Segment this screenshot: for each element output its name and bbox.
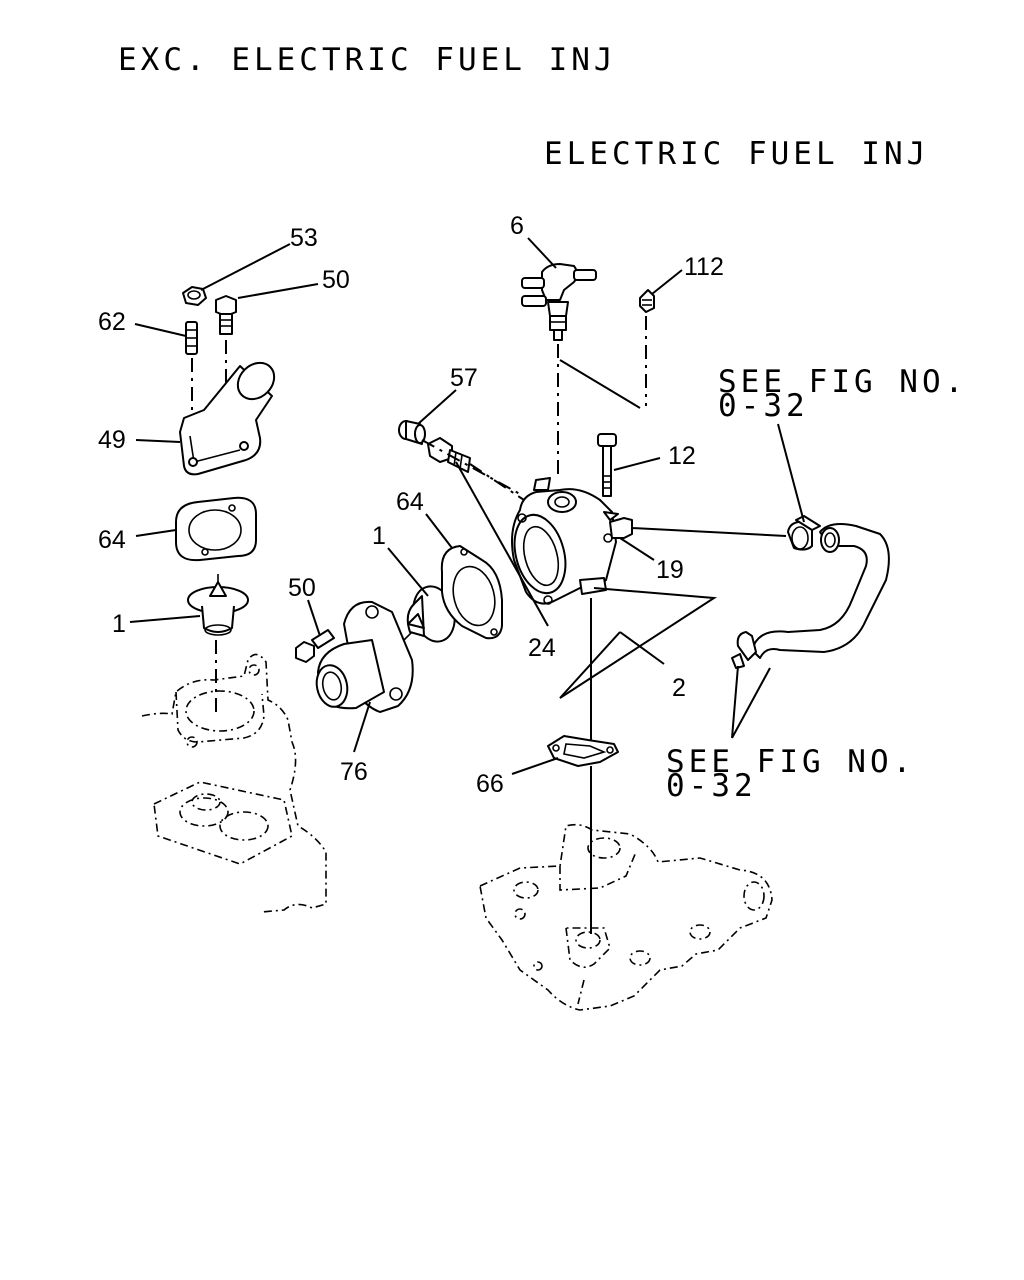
hose-and-clamp-19 xyxy=(731,515,890,669)
nipple-24 xyxy=(427,437,471,473)
water-outlet-49 xyxy=(179,361,276,476)
reference-notes: SEE FIG NO. 0-32 SEE FIG NO. 0-32 xyxy=(666,364,967,804)
callout-1-center[interactable]: 1 xyxy=(372,522,386,550)
callout-6[interactable]: 6 xyxy=(510,212,524,240)
gasket-64-left xyxy=(175,496,257,562)
sleeve-57 xyxy=(398,420,426,445)
engine-outline-left xyxy=(141,653,327,913)
plug-112 xyxy=(639,289,655,313)
bolt-12 xyxy=(597,433,617,497)
callout-62[interactable]: 62 xyxy=(98,308,126,336)
reference-upper-line1[interactable]: SEE FIG NO. xyxy=(718,364,967,400)
gasket-64-center xyxy=(440,545,503,640)
callout-numbers: 53 50 62 49 64 1 6 112 57 64 1 50 12 19 … xyxy=(98,212,724,798)
reference-upper-line2[interactable]: 0-32 xyxy=(718,388,809,424)
bolt-50-left xyxy=(215,295,237,335)
callout-19[interactable]: 19 xyxy=(656,556,684,584)
callout-50-center[interactable]: 50 xyxy=(288,574,316,602)
bolt-50-center xyxy=(295,629,335,663)
callout-12[interactable]: 12 xyxy=(668,442,696,470)
gasket-66 xyxy=(547,735,619,767)
reference-lower-line2[interactable]: 0-32 xyxy=(666,768,757,804)
center-left-assembly xyxy=(295,545,503,713)
callout-53[interactable]: 53 xyxy=(290,224,318,252)
leader-lines xyxy=(129,237,805,775)
nut-53 xyxy=(182,286,207,306)
callout-66[interactable]: 66 xyxy=(476,770,504,798)
stud-62 xyxy=(185,321,198,355)
water-inlet-76 xyxy=(315,600,414,713)
axis-line-24 xyxy=(469,463,525,501)
thermostat-1-left xyxy=(187,574,249,636)
leader-hose-connection xyxy=(631,527,787,537)
title-electric-fuel-inj: ELECTRIC FUEL INJ xyxy=(544,136,929,172)
callout-49[interactable]: 49 xyxy=(98,426,126,454)
reference-lower-line1[interactable]: SEE FIG NO. xyxy=(666,744,915,780)
callout-50-left[interactable]: 50 xyxy=(322,266,350,294)
title-exc-electric-fuel-inj: EXC. ELECTRIC FUEL INJ xyxy=(118,42,617,78)
callout-24[interactable]: 24 xyxy=(528,634,556,662)
callout-64-left[interactable]: 64 xyxy=(98,526,126,554)
thermostat-housing-assembly xyxy=(398,263,890,1011)
callout-112[interactable]: 112 xyxy=(684,253,724,281)
callout-76[interactable]: 76 xyxy=(340,758,368,786)
callout-64-center[interactable]: 64 xyxy=(396,488,424,516)
sensor-6 xyxy=(521,263,597,341)
axis-line-57 xyxy=(421,439,521,495)
callout-1-left[interactable]: 1 xyxy=(112,610,126,638)
thermostat-housing-2 xyxy=(511,477,633,605)
leader-sensor-112 xyxy=(559,359,641,409)
callout-2[interactable]: 2 xyxy=(672,674,686,702)
left-assembly xyxy=(141,286,327,913)
callout-57[interactable]: 57 xyxy=(450,364,478,392)
intake-manifold-outline xyxy=(479,823,773,1011)
